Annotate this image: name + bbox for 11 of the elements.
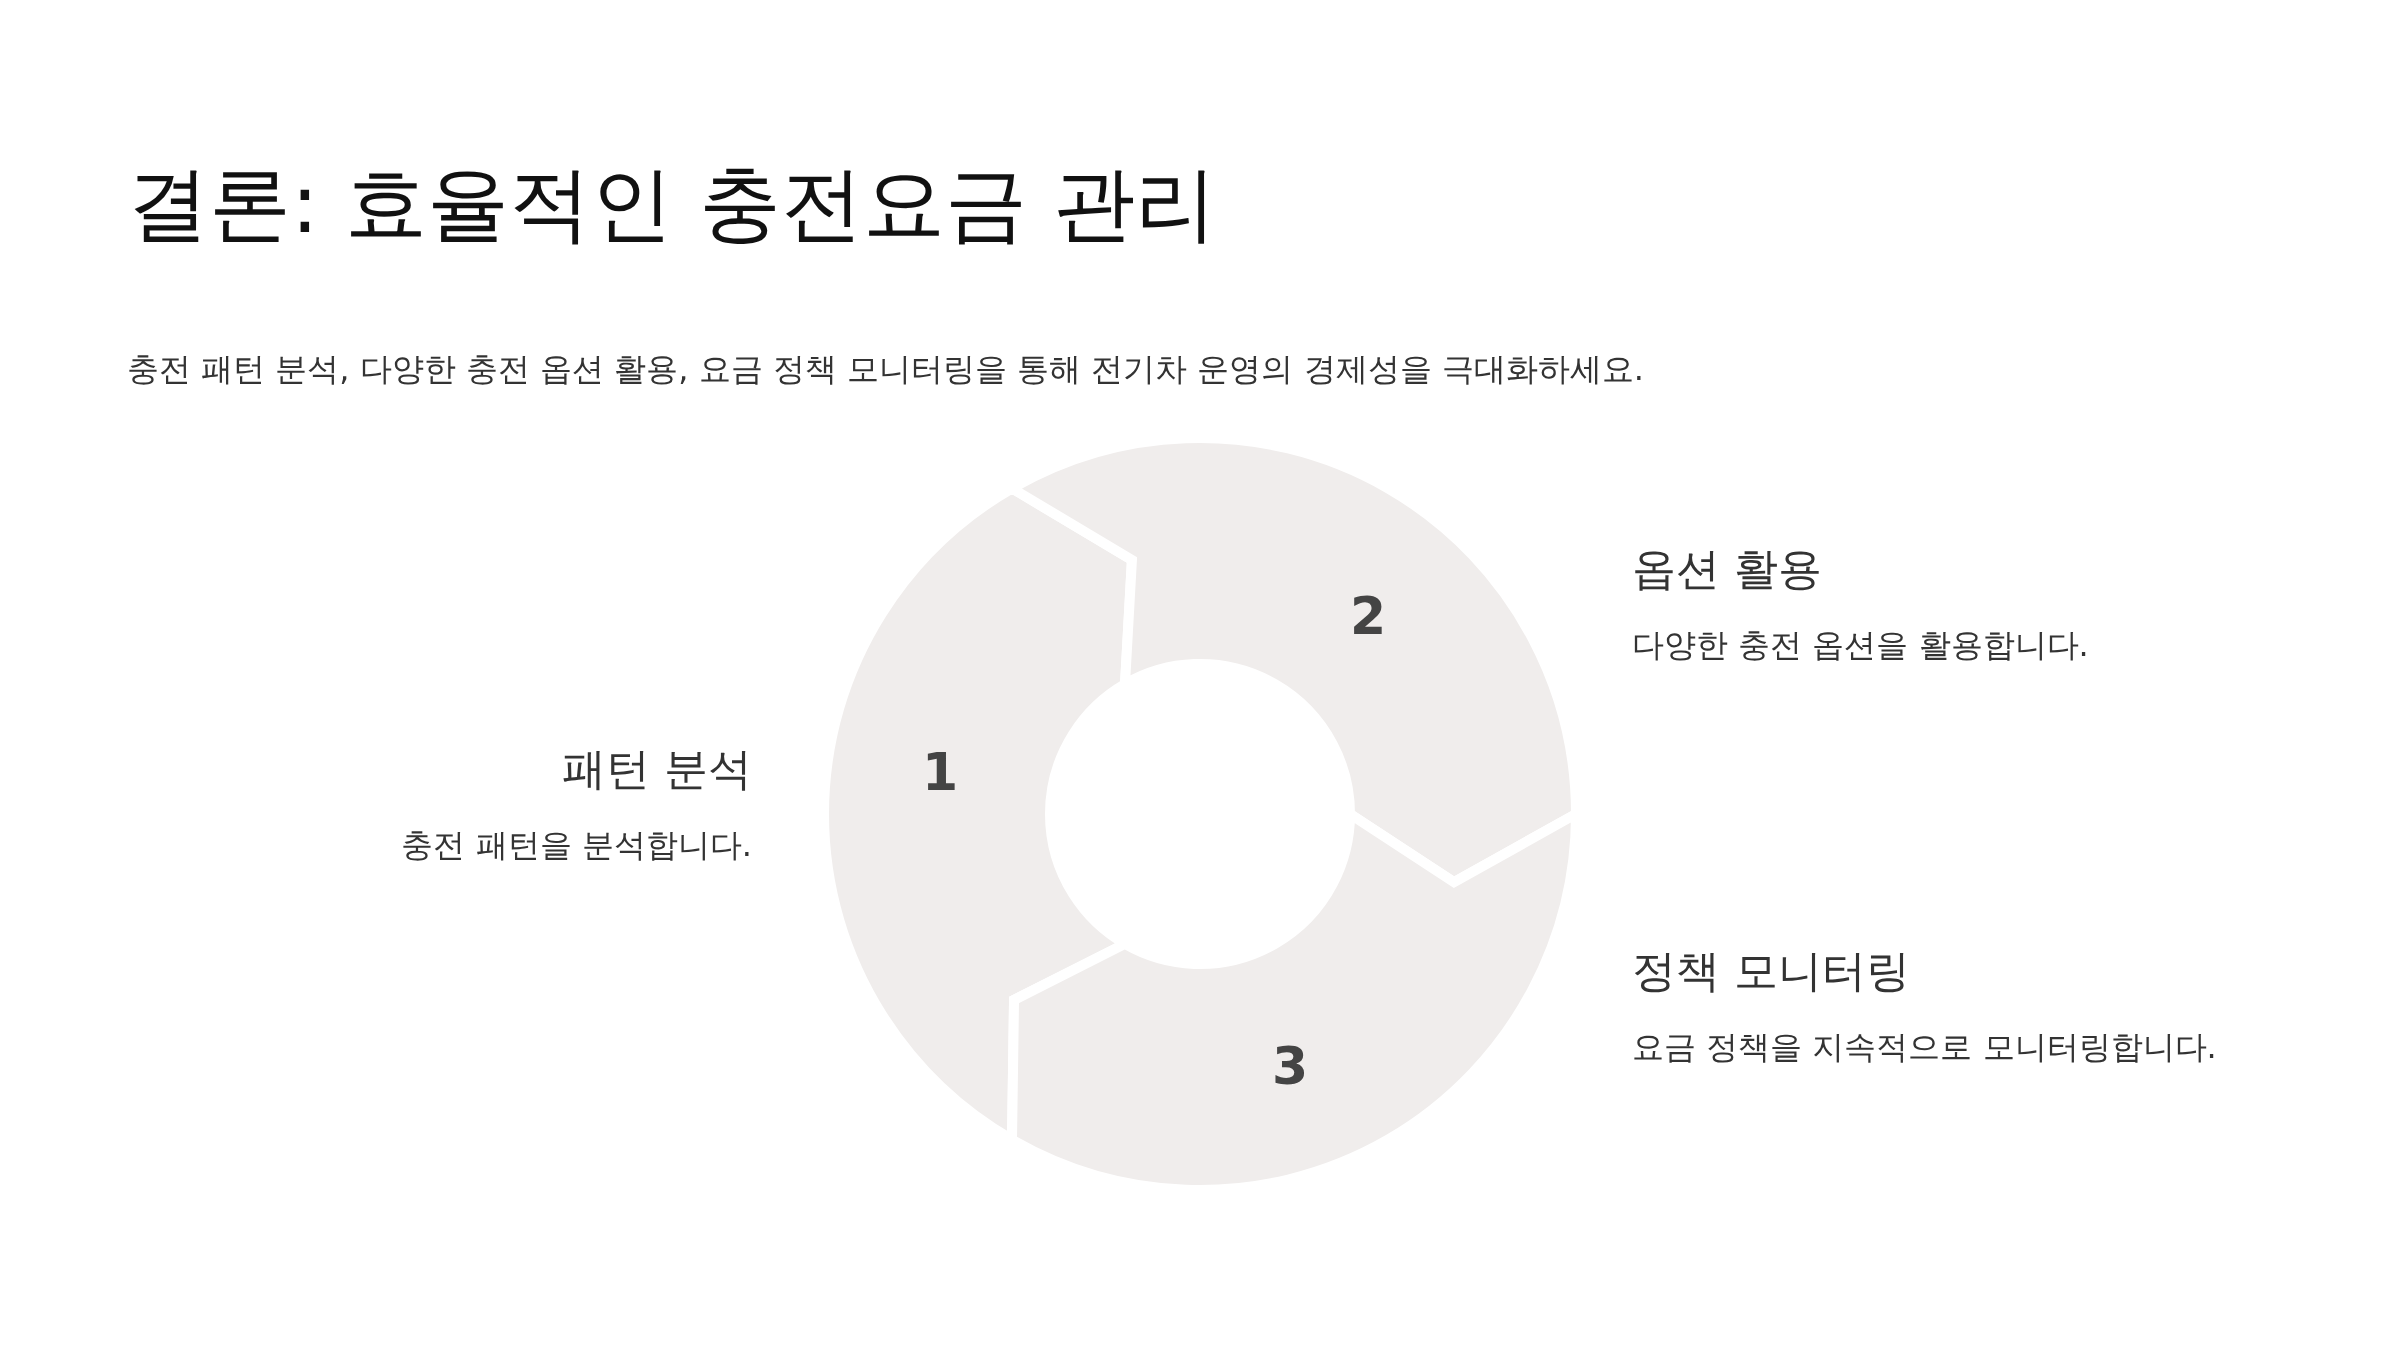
step-description: 다양한 충전 옵션을 활용합니다. xyxy=(1632,625,2089,666)
step-number: 1 xyxy=(921,742,959,802)
step-number: 3 xyxy=(1271,1036,1309,1096)
step-heading: 패턴 분석 xyxy=(562,742,752,796)
step-heading: 정책 모니터링 xyxy=(1632,944,1910,998)
step-description: 요금 정책을 지속적으로 모니터링합니다. xyxy=(1632,1027,2217,1068)
title: 결론: 효율적인 충전요금 관리 xyxy=(127,155,1217,253)
step-number: 2 xyxy=(1349,586,1387,646)
step-description: 충전 패턴을 분석합니다. xyxy=(401,825,752,866)
step-heading: 옵션 활용 xyxy=(1632,542,1822,596)
subtitle: 충전 패턴 분석, 다양한 충전 옵션 활용, 요금 정책 모니터링을 통해 전기차 운영의 경제성을 극대화하세요. xyxy=(127,349,1644,390)
